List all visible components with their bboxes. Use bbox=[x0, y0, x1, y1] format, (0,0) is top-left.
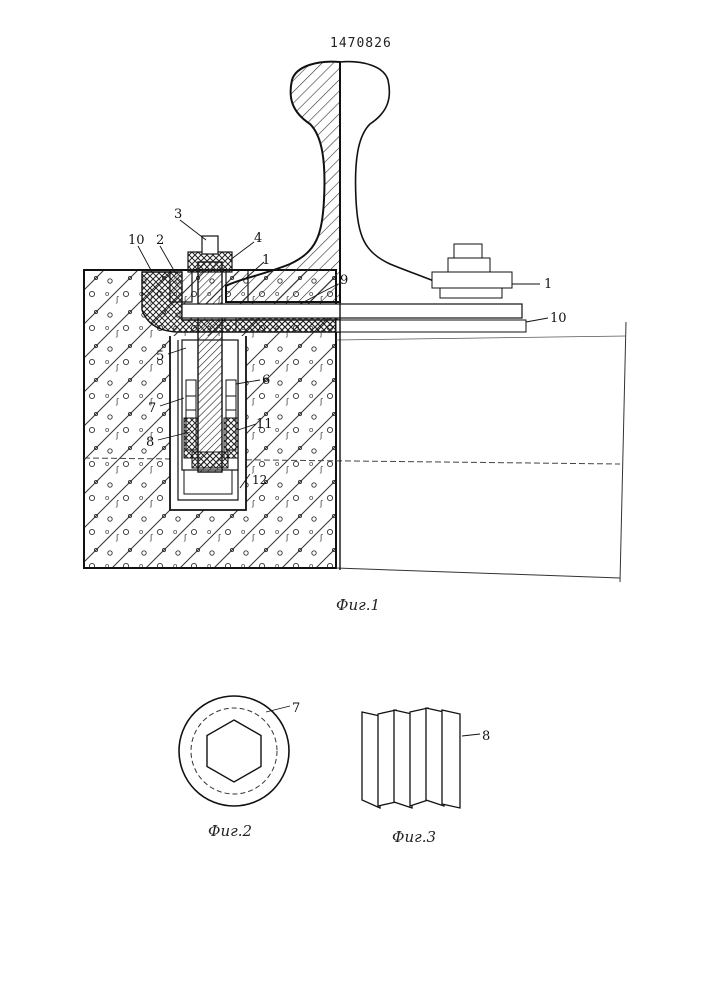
spring-disc bbox=[378, 710, 396, 806]
sleeper-right-outline bbox=[336, 322, 626, 582]
right-fastener bbox=[432, 244, 512, 298]
base-plate bbox=[182, 304, 522, 318]
callout-4: 4 bbox=[254, 231, 262, 246]
figure-1-rail-fastening: 3 10 2 4 1 9 5 6 7 8 11 12 1 10 Фиг.1 bbox=[84, 62, 626, 614]
callout-7: 7 bbox=[148, 401, 156, 416]
callout-10-right: 10 bbox=[550, 311, 567, 326]
anchor-bolt bbox=[198, 262, 222, 472]
callout-9: 9 bbox=[340, 273, 348, 288]
spring-disc bbox=[394, 710, 412, 808]
spring-disc bbox=[410, 708, 428, 806]
callout-5: 5 bbox=[156, 349, 164, 364]
clamp-left bbox=[170, 270, 192, 302]
callout-2: 2 bbox=[156, 233, 164, 248]
callout-3: 3 bbox=[174, 207, 182, 222]
rail-profile-right bbox=[340, 62, 452, 290]
figure-3-spring: 8 Фиг.3 bbox=[362, 708, 490, 846]
callout-11: 11 bbox=[256, 417, 273, 432]
rail-profile bbox=[226, 62, 340, 302]
figure-2-caption: Фиг.2 bbox=[208, 822, 252, 840]
figure-3-caption: Фиг.3 bbox=[392, 828, 436, 846]
base-plate-lower bbox=[336, 320, 526, 332]
spring-disc bbox=[362, 712, 380, 808]
nut-4 bbox=[188, 252, 232, 272]
callout-7-fig2: 7 bbox=[292, 701, 300, 716]
callout-8-fig3: 8 bbox=[482, 729, 490, 744]
pad-strip bbox=[236, 318, 340, 332]
callout-1: 1 bbox=[262, 253, 270, 268]
sleeper-top-edge bbox=[336, 336, 626, 340]
callout-10: 10 bbox=[128, 233, 145, 248]
figure-1-caption: Фиг.1 bbox=[336, 596, 380, 614]
spring-disc bbox=[442, 710, 460, 808]
figure-2-washer: 7 Фиг.2 bbox=[179, 696, 300, 840]
bolt-nut-bottom bbox=[192, 452, 228, 468]
callout-1-right: 1 bbox=[544, 277, 552, 292]
patent-number: 1470826 bbox=[330, 36, 392, 51]
spring-disc bbox=[426, 708, 444, 806]
callout-8: 8 bbox=[146, 435, 154, 450]
callout-12: 12 bbox=[252, 473, 267, 487]
callout-6: 6 bbox=[262, 373, 270, 388]
